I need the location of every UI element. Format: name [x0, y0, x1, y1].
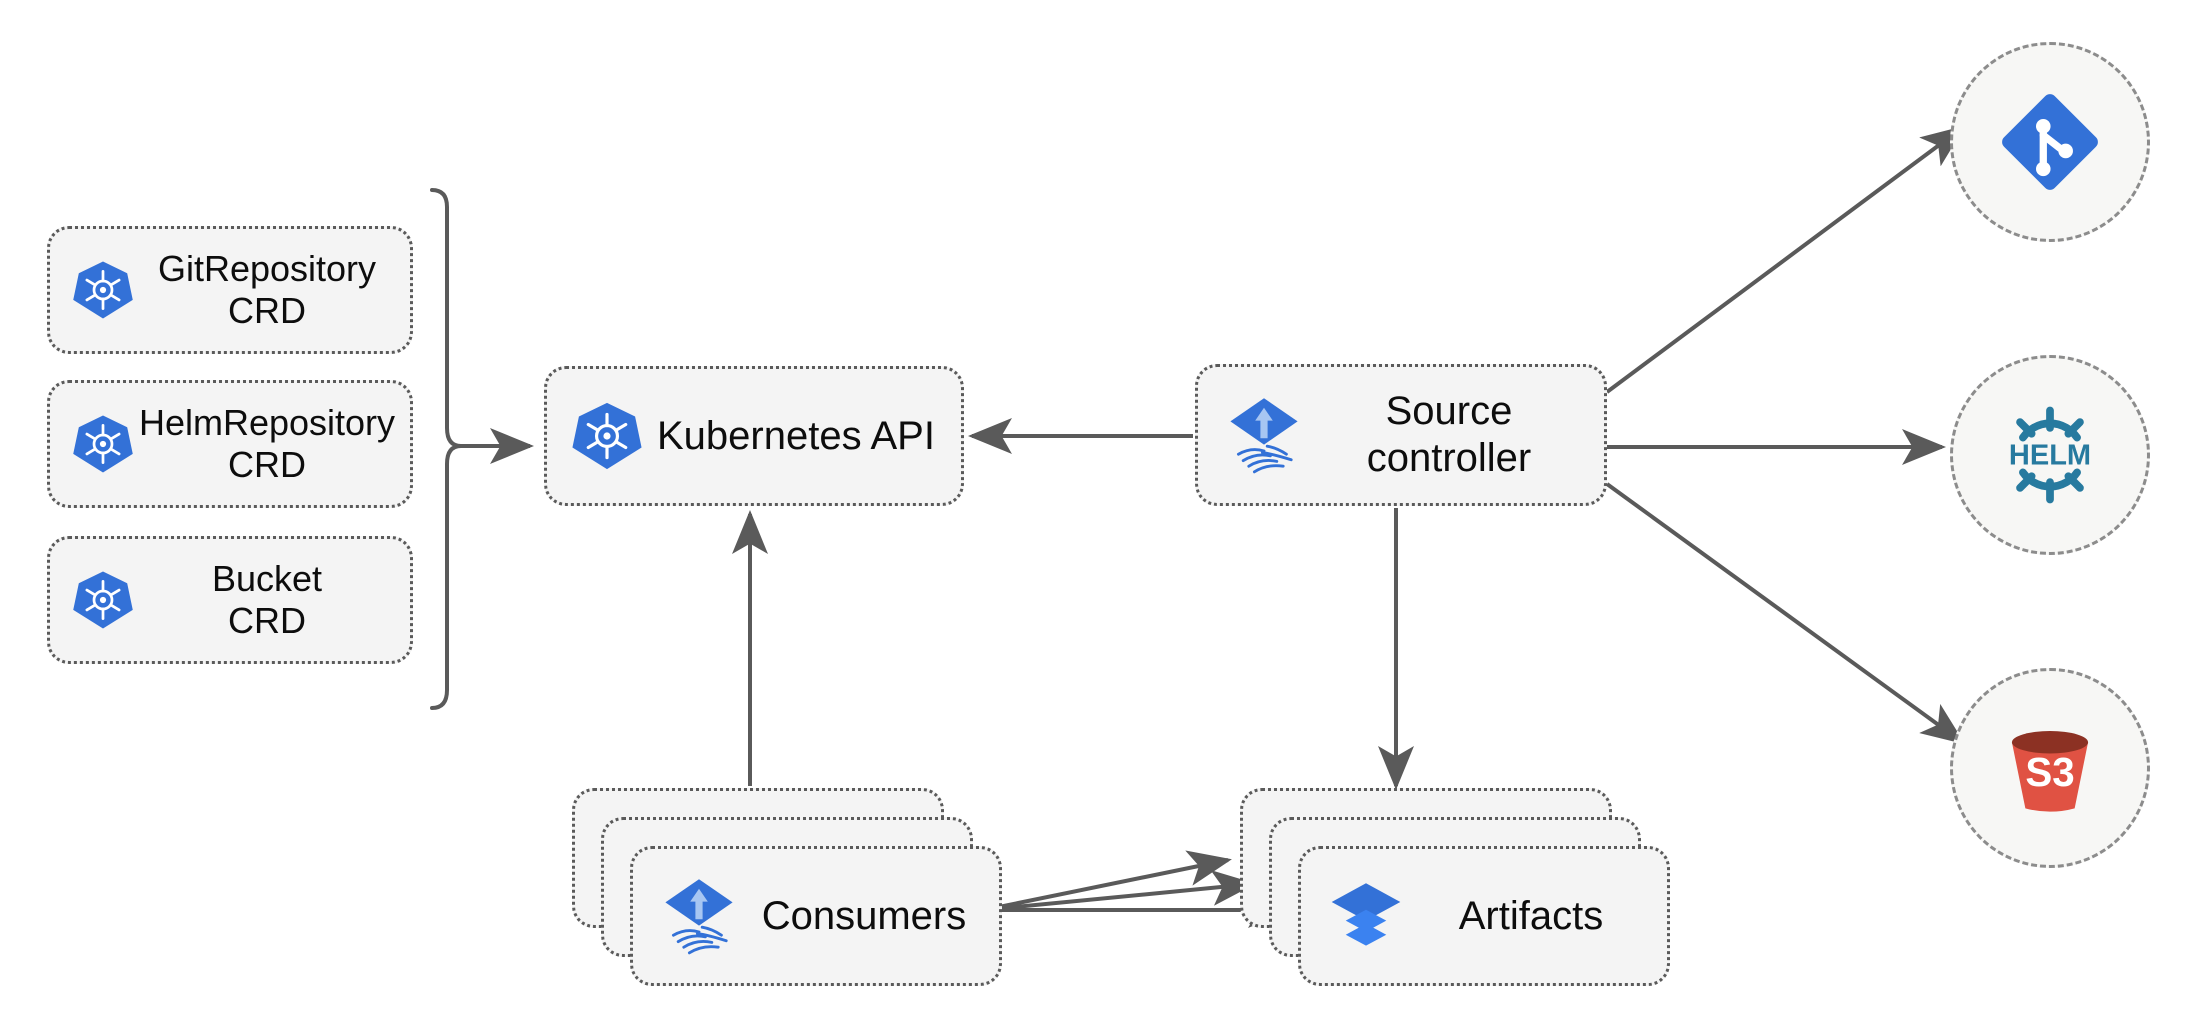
consumers-stack-card-front[interactable]: Consumers	[630, 846, 1002, 986]
node-kubernetes-api[interactable]: Kubernetes API	[544, 366, 964, 506]
node-label: Consumers	[761, 893, 967, 938]
node-label: Source controller	[1366, 389, 1532, 480]
external-source-s3[interactable]: S3	[1950, 668, 2150, 868]
crd-box-helmrepository[interactable]: HelmRepository CRD	[47, 380, 413, 508]
crd-group-bracket	[430, 188, 462, 710]
layers-icon	[1327, 877, 1405, 955]
flux-icon	[659, 876, 739, 956]
crd-box-label: GitRepository CRD	[157, 247, 377, 331]
s3-bucket-icon: S3	[1994, 712, 2106, 824]
node-label: Kubernetes API	[657, 413, 935, 458]
crd-box-gitrepository[interactable]: GitRepository CRD	[47, 226, 413, 354]
kubernetes-icon	[571, 400, 643, 472]
node-label: Artifacts	[1458, 893, 1604, 938]
kubernetes-icon	[72, 259, 134, 321]
external-source-helm[interactable]: HELM	[1950, 355, 2150, 555]
crd-box-label: Bucket CRD	[211, 557, 323, 641]
edge-consumers-to-artifacts	[983, 869, 1256, 912]
crd-box-label: HelmRepository CRD	[138, 401, 396, 485]
git-icon	[1994, 86, 2106, 198]
edge-consumers-to-artifacts	[983, 850, 1232, 912]
kubernetes-icon	[72, 413, 134, 475]
edge-source-controller-to-s3	[1605, 482, 1966, 745]
s3-wordmark: S3	[2025, 749, 2074, 795]
edge-source-controller-to-git	[1605, 125, 1966, 394]
flux-icon	[1224, 395, 1304, 475]
external-source-git[interactable]	[1950, 42, 2150, 242]
node-source-controller[interactable]: Source controller	[1195, 364, 1607, 506]
helm-wordmark: HELM	[2009, 440, 2091, 472]
helm-icon: HELM	[1992, 397, 2108, 513]
crd-box-bucket[interactable]: Bucket CRD	[47, 536, 413, 664]
artifacts-stack-card-front[interactable]: Artifacts	[1298, 846, 1670, 986]
kubernetes-icon	[72, 569, 134, 631]
